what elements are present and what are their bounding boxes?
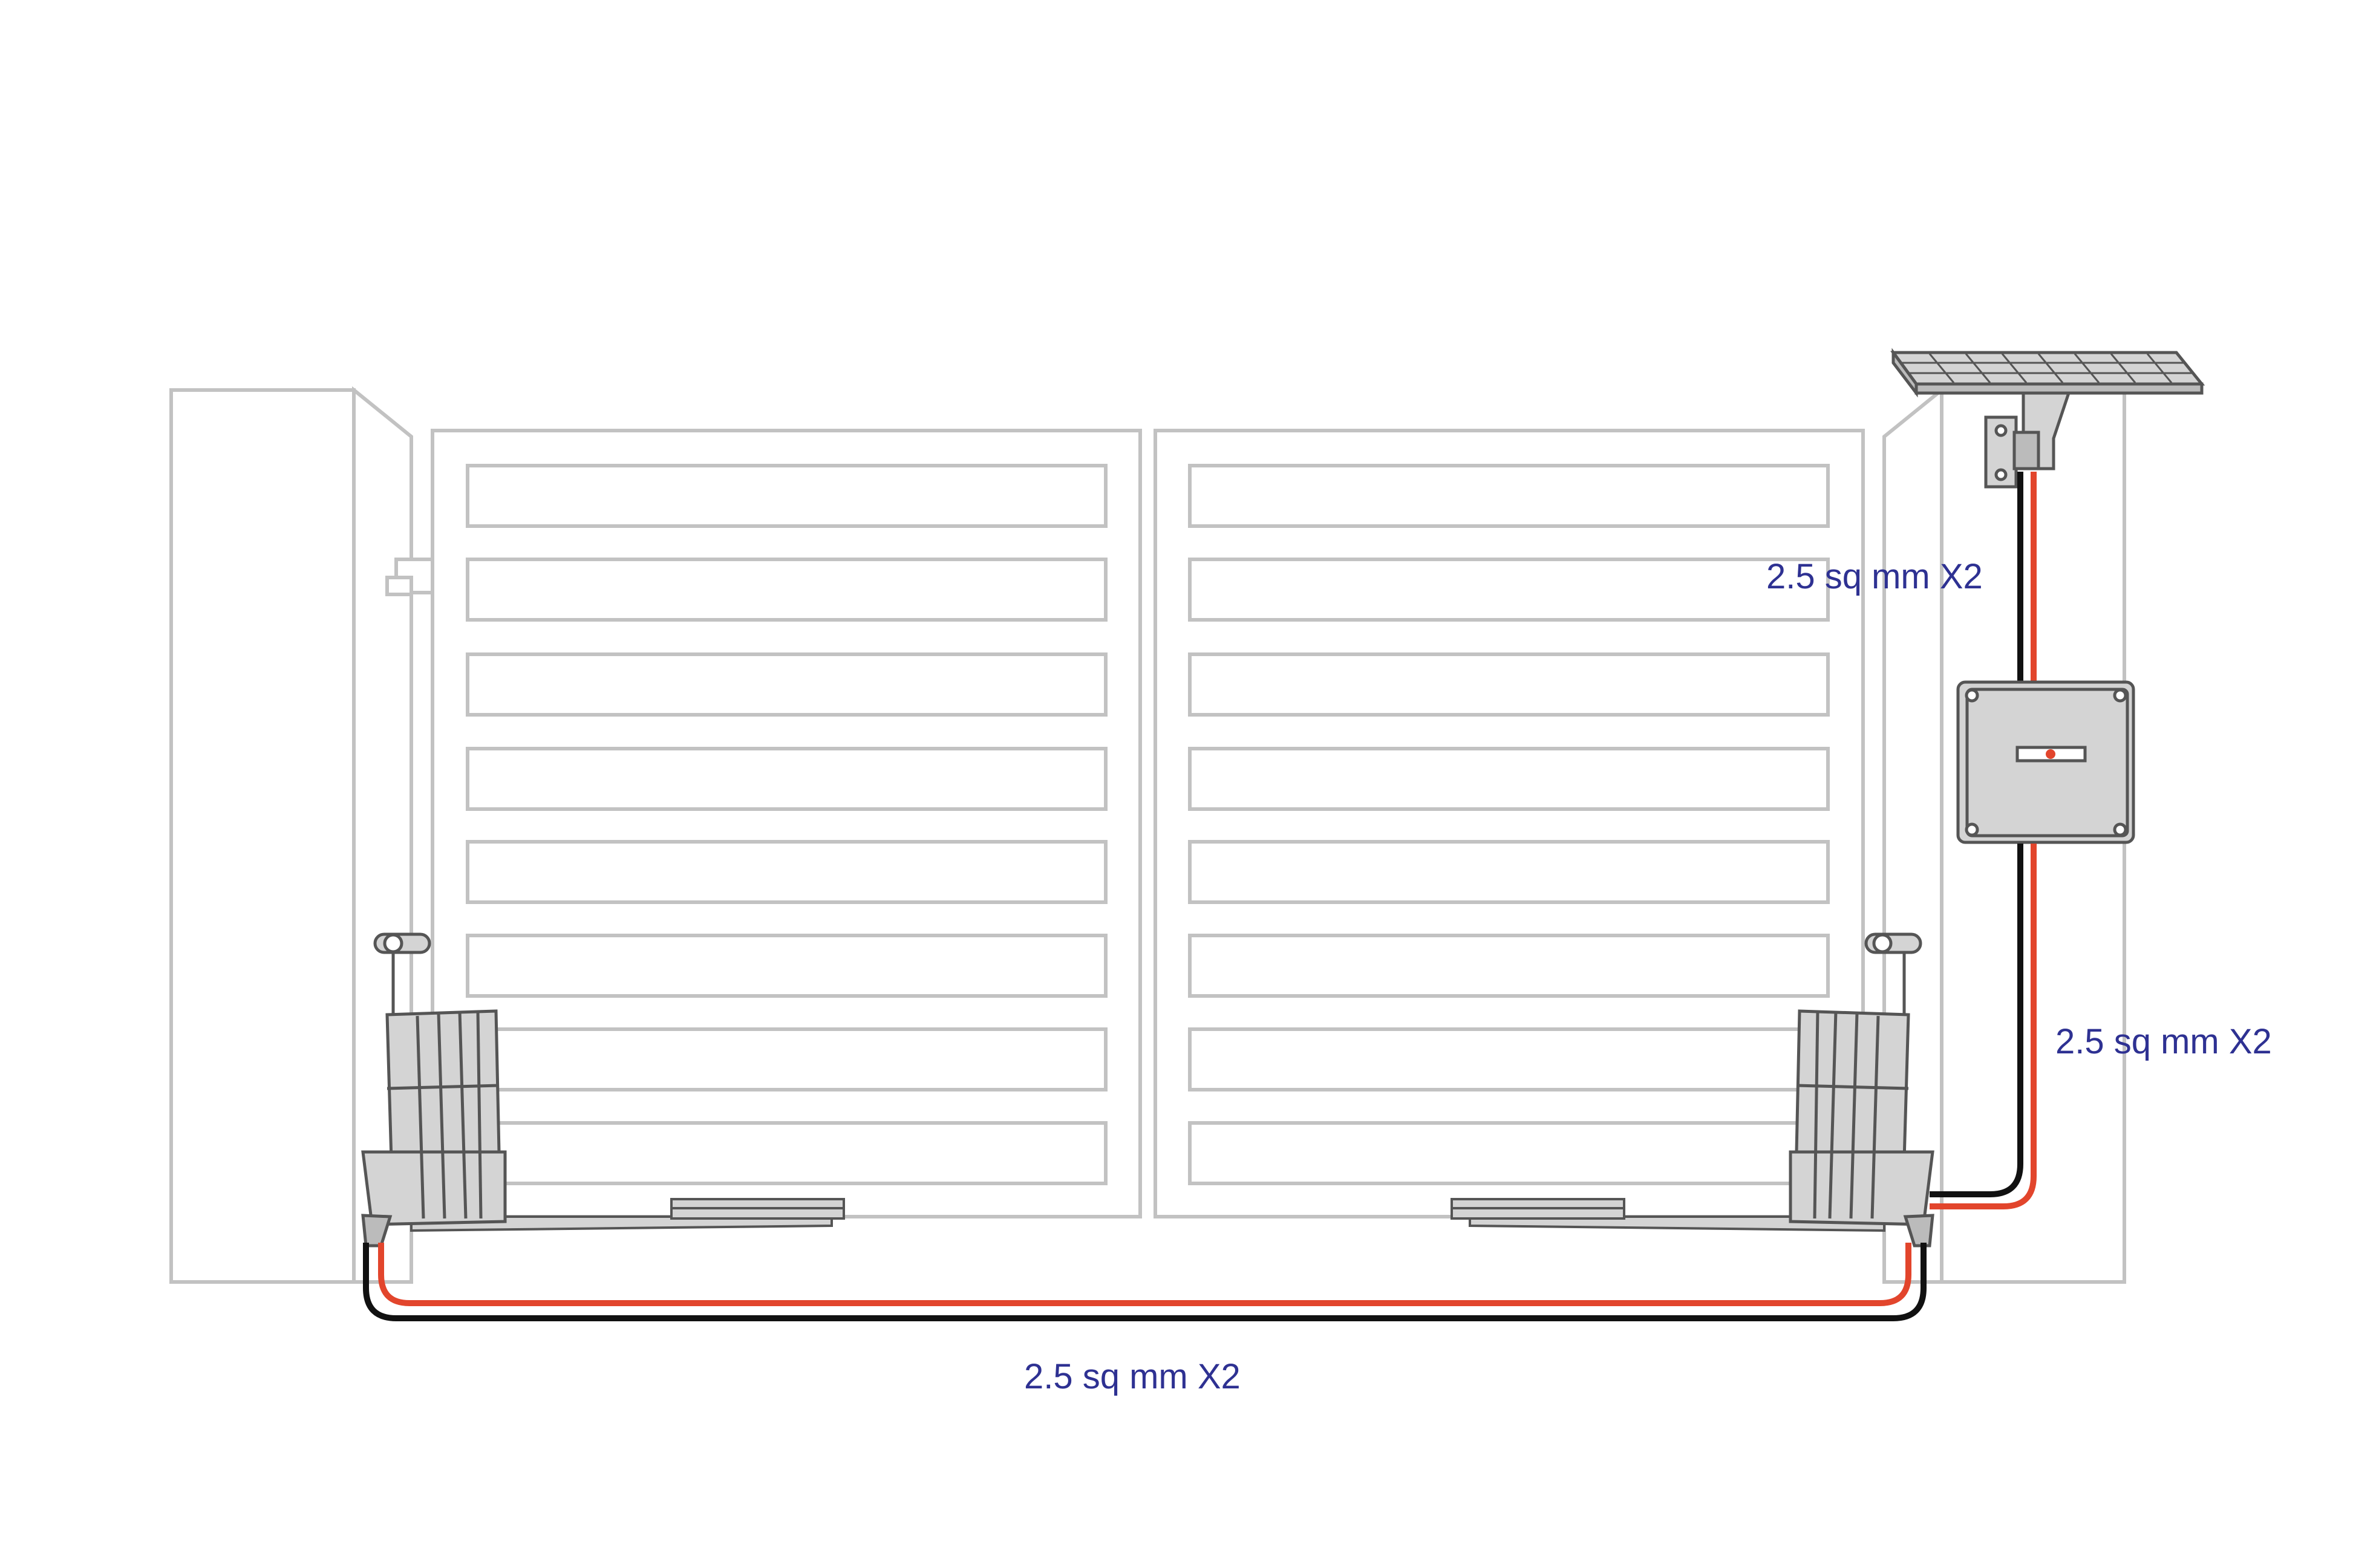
left-pillar	[169, 386, 413, 1284]
left-gate-leaf	[431, 429, 1142, 1218]
cable-spec-label-top: 2.5 sq mm X2	[1766, 557, 1983, 596]
left-hinge	[385, 558, 434, 596]
control-box	[1956, 680, 2135, 844]
left-gate-motor	[361, 932, 507, 1248]
right-gate-leaf	[1154, 429, 1865, 1218]
wire-solar-to-controller	[2017, 472, 2037, 683]
right-gate-motor	[1789, 932, 1934, 1248]
control-box-indicator-led	[2046, 749, 2055, 759]
solar-mount-bracket	[1984, 391, 2071, 489]
wire-controller-to-right-motor	[1930, 844, 2037, 1209]
left-actuator-arm	[410, 1198, 845, 1232]
cable-spec-label-right: 2.5 sq mm X2	[2055, 1022, 2272, 1061]
cable-spec-label-bottom: 2.5 sq mm X2	[1024, 1357, 1241, 1396]
right-actuator-arm	[1451, 1198, 1885, 1232]
solar-panel	[1890, 348, 2205, 398]
wire-right-motor-to-left-motor	[363, 1243, 1927, 1321]
